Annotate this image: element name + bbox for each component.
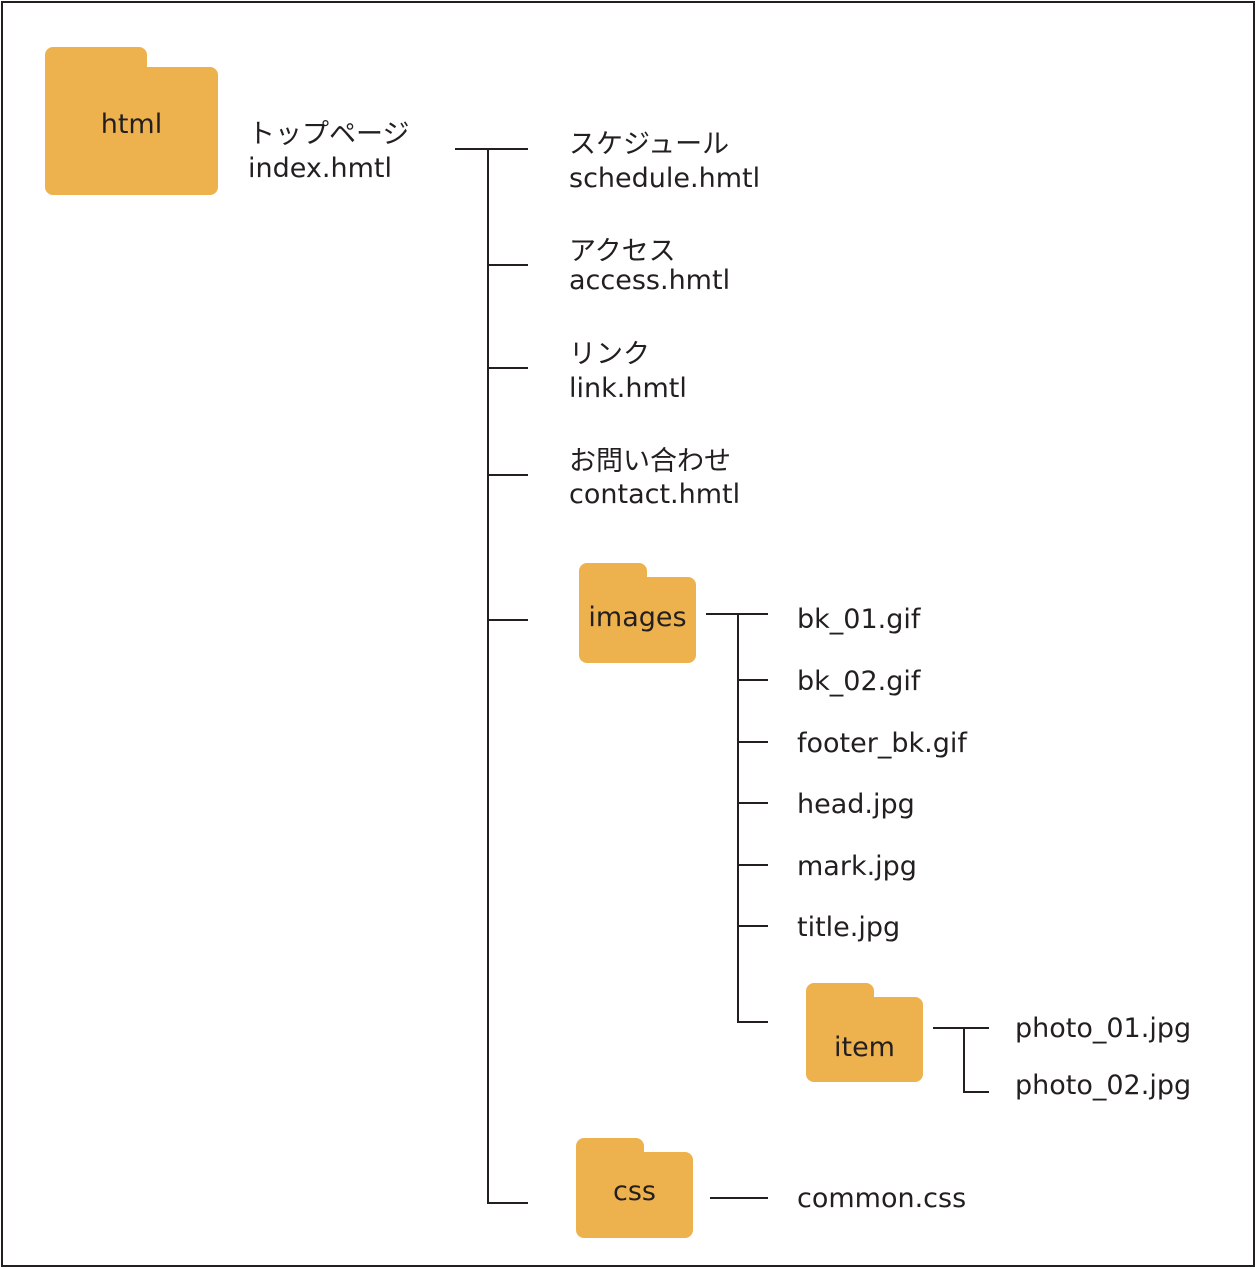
connector-line — [487, 474, 528, 476]
page-file-contact: contact.hmtl — [569, 479, 741, 510]
images-folder-label: images — [588, 601, 687, 633]
page-title-contact: お問い合わせ — [569, 446, 731, 477]
folder-icon: images — [579, 563, 696, 663]
page-file-schedule: schedule.hmtl — [569, 163, 761, 194]
image-file: head.jpg — [797, 789, 915, 820]
image-file: mark.jpg — [797, 851, 917, 882]
image-file: footer_bk.gif — [797, 728, 967, 759]
folder-icon: html — [45, 47, 218, 195]
top-page-file: index.hmtl — [248, 153, 392, 184]
css-folder-label: css — [613, 1175, 656, 1207]
item-trunk-line — [963, 1027, 965, 1093]
connector-line — [487, 619, 528, 621]
connector-line — [710, 1197, 768, 1199]
connector-line — [487, 1202, 528, 1204]
trunk-line — [487, 148, 489, 1203]
css-file: common.css — [797, 1183, 967, 1214]
connector-line — [933, 1027, 989, 1029]
connector-line — [487, 367, 528, 369]
page-file-link: link.hmtl — [569, 373, 687, 404]
folder-icon: item — [806, 983, 923, 1082]
image-file: title.jpg — [797, 912, 901, 943]
connector-line — [737, 679, 768, 681]
page-file-access: access.hmtl — [569, 265, 731, 296]
connector-line — [963, 1091, 989, 1093]
connector-line — [455, 148, 528, 150]
page-title-access: アクセス — [569, 236, 676, 267]
connector-line — [737, 925, 768, 927]
images-trunk-line — [737, 613, 739, 1023]
page-title-link: リンク — [569, 339, 650, 370]
page-title-schedule: スケジュール — [569, 129, 730, 160]
root-folder-label: html — [100, 108, 163, 140]
item-folder-label: item — [833, 1032, 895, 1063]
connector-line — [737, 802, 768, 804]
connector-line — [737, 741, 768, 743]
photo-file: photo_02.jpg — [1015, 1070, 1192, 1101]
top-page-title: トップページ — [248, 119, 410, 150]
image-file: bk_01.gif — [797, 604, 921, 635]
image-file: bk_02.gif — [797, 666, 921, 697]
connector-line — [737, 864, 768, 866]
connector-line — [487, 264, 528, 266]
connector-line — [737, 1021, 768, 1023]
folder-icon: css — [576, 1138, 693, 1238]
photo-file: photo_01.jpg — [1015, 1013, 1192, 1044]
